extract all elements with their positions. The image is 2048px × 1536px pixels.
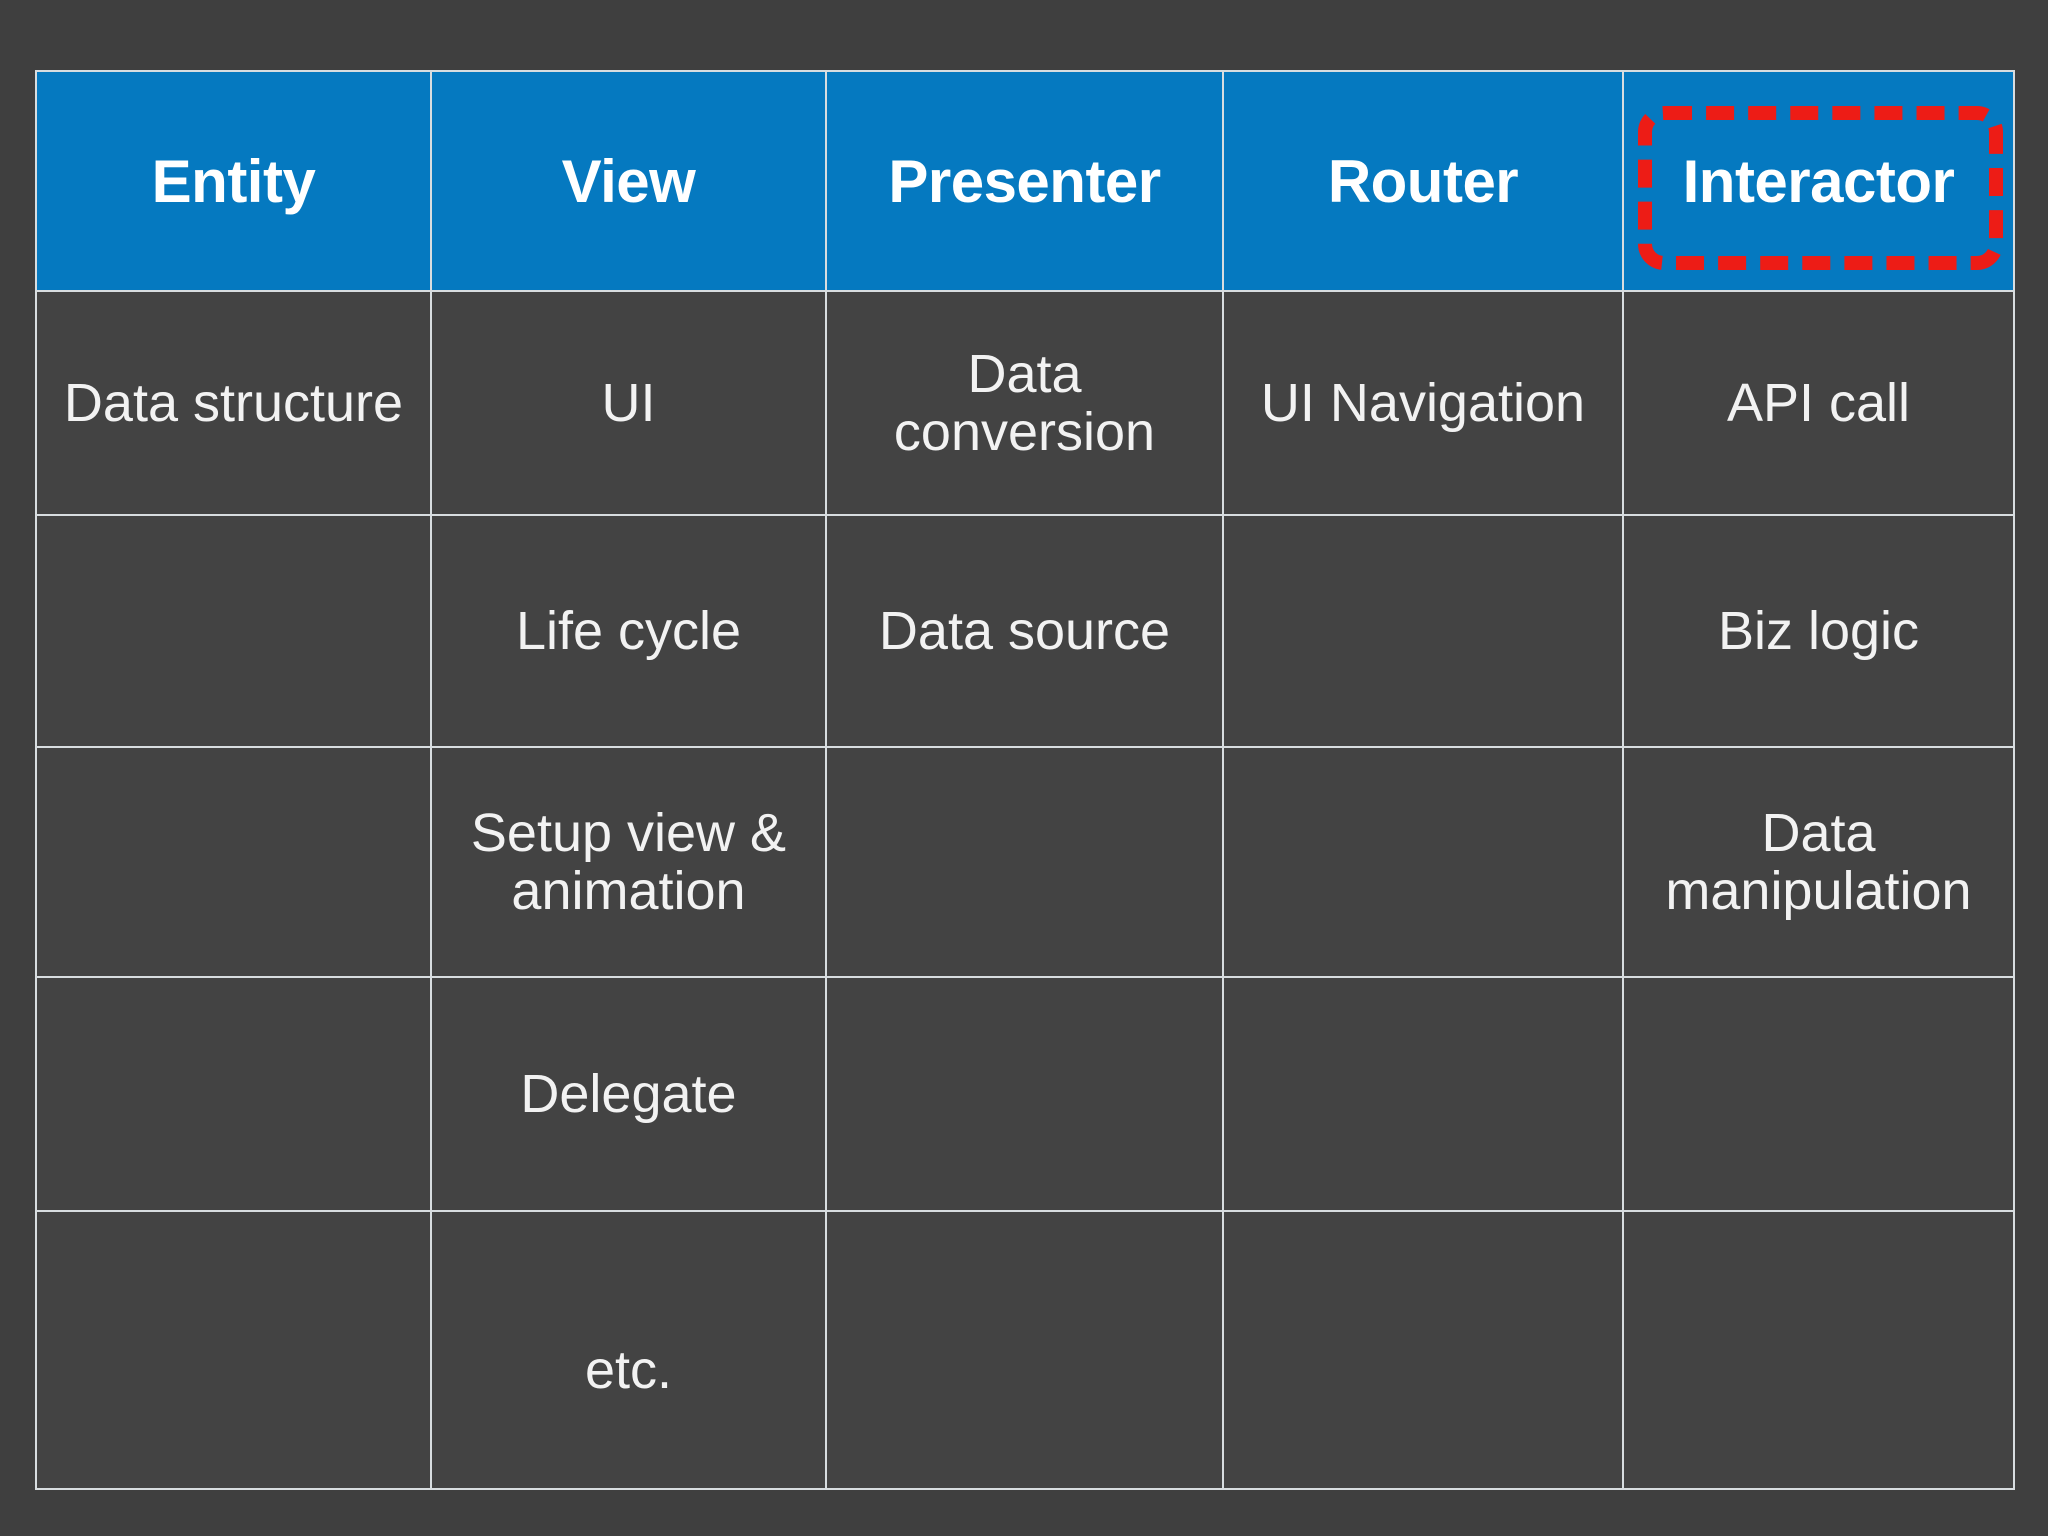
cell-interactor-0: API call	[1622, 290, 2015, 516]
cell-interactor-1: Biz logic	[1622, 514, 2015, 748]
header-row: Entity View Presenter Router Interactor	[35, 70, 2015, 292]
cell-presenter-4	[825, 1210, 1224, 1490]
cell-interactor-2: Data manipulation	[1622, 746, 2015, 978]
column-header-interactor[interactable]: Interactor	[1622, 70, 2015, 292]
cell-view-0: UI	[430, 290, 827, 516]
column-header-entity-label: Entity	[151, 147, 316, 215]
cell-router-4	[1222, 1210, 1624, 1490]
column-header-router[interactable]: Router	[1222, 70, 1624, 292]
table-body: Data structure UI Data conversion UI Nav…	[35, 290, 2015, 1490]
cell-router-3	[1222, 976, 1624, 1212]
cell-entity-4	[35, 1210, 432, 1490]
column-header-interactor-label: Interactor	[1682, 147, 1955, 215]
cell-presenter-0: Data conversion	[825, 290, 1224, 516]
column-header-presenter[interactable]: Presenter	[825, 70, 1224, 292]
cell-entity-2	[35, 746, 432, 978]
column-header-view[interactable]: View	[430, 70, 827, 292]
table-row: Life cycle Data source Biz logic	[35, 514, 2015, 748]
cell-view-2: Setup view & animation	[430, 746, 827, 978]
cell-entity-1	[35, 514, 432, 748]
table-row: Delegate	[35, 976, 2015, 1212]
table: Entity View Presenter Router Interactor	[35, 70, 2015, 1490]
cell-router-0: UI Navigation	[1222, 290, 1624, 516]
cell-presenter-1: Data source	[825, 514, 1224, 748]
column-header-presenter-label: Presenter	[888, 147, 1161, 215]
cell-interactor-4	[1622, 1210, 2015, 1490]
cell-view-4: etc.	[430, 1210, 827, 1490]
table-row: etc.	[35, 1210, 2015, 1490]
column-header-entity[interactable]: Entity	[35, 70, 432, 292]
viper-responsibility-table: Entity View Presenter Router Interactor	[35, 70, 2015, 1490]
cell-entity-3	[35, 976, 432, 1212]
cell-entity-0: Data structure	[35, 290, 432, 516]
cell-presenter-3	[825, 976, 1224, 1212]
cell-view-1: Life cycle	[430, 514, 827, 748]
cell-router-1	[1222, 514, 1624, 748]
cell-interactor-3	[1622, 976, 2015, 1212]
cell-router-2	[1222, 746, 1624, 978]
column-header-view-label: View	[561, 147, 696, 215]
cell-view-3: Delegate	[430, 976, 827, 1212]
column-header-router-label: Router	[1327, 147, 1519, 215]
table-header: Entity View Presenter Router Interactor	[35, 70, 2015, 292]
table-row: Data structure UI Data conversion UI Nav…	[35, 290, 2015, 516]
cell-presenter-2	[825, 746, 1224, 978]
table-row: Setup view & animation Data manipulation	[35, 746, 2015, 978]
